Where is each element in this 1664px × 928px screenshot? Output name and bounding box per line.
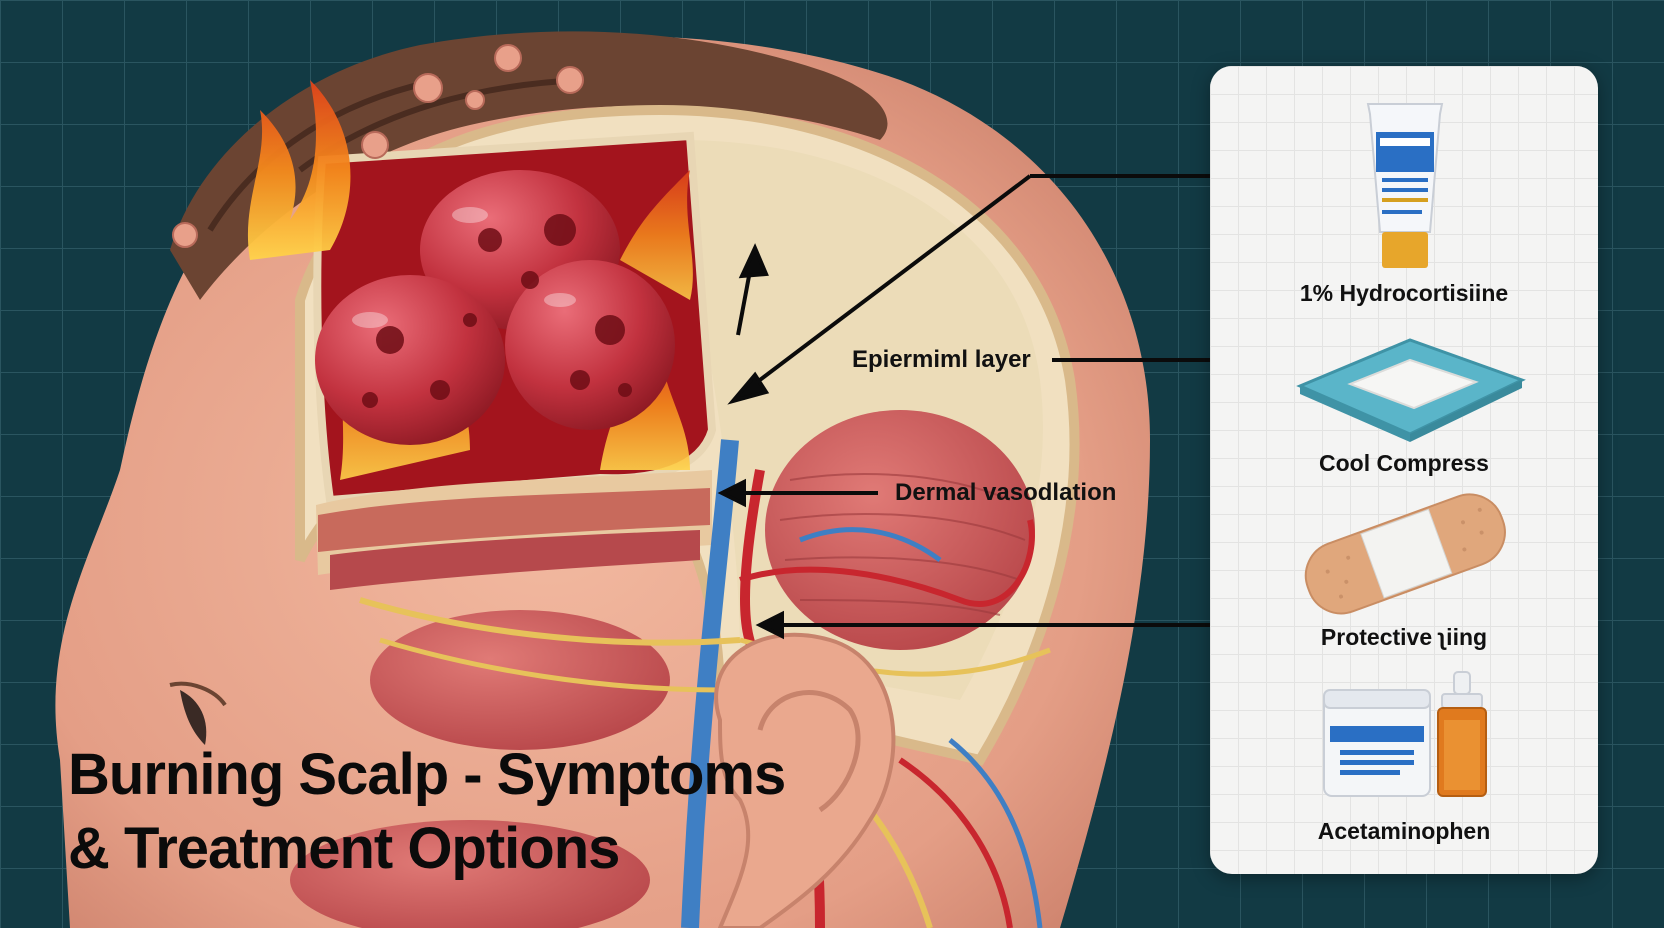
treatment-label-cool-compress: Cool Compress: [1319, 450, 1489, 476]
treatment-label-hydrocortisone: 1% Hydrocortisiine: [1299, 280, 1509, 306]
page-title: Burning Scalp - Symptoms & Treatment Opt…: [68, 738, 786, 886]
medicine-jar-icon: [1323, 671, 1487, 797]
bandage-icon: [1304, 493, 1506, 615]
epidermal-layer-label: Epiermiml layer: [852, 346, 1031, 373]
cool-compress-icon: [1296, 338, 1526, 442]
treatment-label-protective-dressing: Protective ʅiing: [1320, 624, 1488, 650]
treatment-label-acetaminophen: Acetaminophen: [1317, 818, 1491, 844]
hydrocortisone-tube-icon: [1366, 103, 1444, 268]
title-line-2: & Treatment Options: [68, 816, 620, 881]
title-line-1: Burning Scalp - Symptoms: [68, 742, 786, 807]
dermal-vasodilation-label: Dermal vasodlation: [895, 479, 1117, 506]
treatment-panel: 1% Hydrocortisiine Cool Compress Protect…: [1210, 66, 1598, 874]
